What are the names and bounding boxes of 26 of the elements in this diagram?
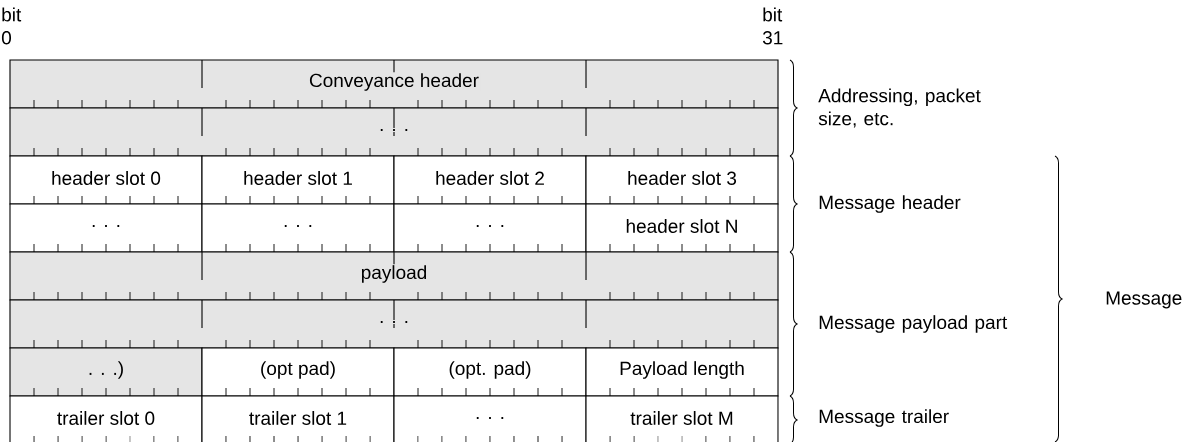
bit-number: bit 0 — [1, 7, 22, 45]
field-cell: . . . — [393, 395, 587, 442]
field-cell: Conveyance header — [9, 59, 779, 109]
field-cell: header slot 0 — [9, 155, 203, 205]
brace-label: Message header — [819, 195, 961, 213]
field-cell: header slot 2 — [393, 155, 587, 205]
brace-label: Message — [1106, 291, 1182, 309]
field-cell: . . . — [393, 203, 587, 253]
brace-label: Message trailer — [819, 409, 949, 427]
field-cell: Payload length — [585, 347, 779, 397]
field-cell: . . . — [9, 107, 779, 157]
brace-label: Message payload part — [819, 315, 1008, 333]
field-cell: trailer slot 0 — [9, 395, 203, 442]
field-cell: header slot 3 — [585, 155, 779, 205]
field-cell: header slot N — [585, 203, 779, 253]
field-cell: (opt. pad) — [393, 347, 587, 397]
field-cell: header slot 1 — [201, 155, 395, 205]
bit-number: bit 31 — [762, 7, 783, 45]
field-cell: payload — [9, 251, 779, 301]
field-cell: . . . — [9, 203, 203, 253]
brace-label: Addressing, packet size, etc. — [818, 88, 981, 128]
field-cell: . . . — [201, 203, 395, 253]
field-cell: (opt pad) — [201, 347, 395, 397]
field-cell: trailer slot M — [585, 395, 779, 442]
field-cell: . . .) — [9, 347, 203, 397]
field-cell: trailer slot 1 — [201, 395, 395, 442]
